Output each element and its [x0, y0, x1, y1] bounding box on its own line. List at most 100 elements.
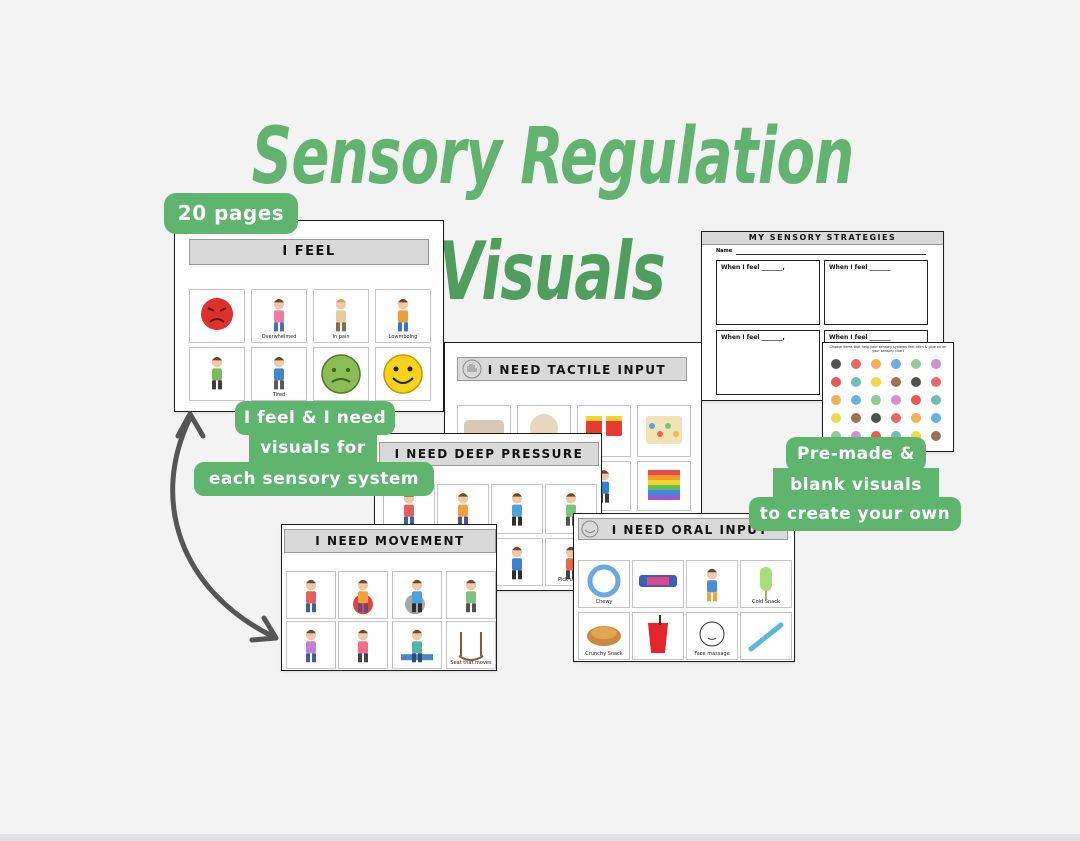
item-icon	[851, 359, 861, 369]
feel-need-badge-line2: visuals for	[249, 431, 377, 465]
illustration-icon	[212, 356, 222, 390]
illustration-icon	[466, 579, 476, 613]
card-label: In pain	[332, 334, 350, 340]
card-cell	[491, 538, 543, 586]
card-cell	[189, 289, 245, 343]
card-cell	[375, 347, 431, 401]
illustration-icon	[699, 621, 725, 647]
card-cell	[491, 484, 543, 534]
item-icon	[871, 359, 881, 369]
title-line1: Sensory Regulation	[251, 112, 855, 202]
sheet-header: I NEED DEEP PRESSURE	[379, 442, 599, 466]
illustration-icon	[358, 629, 368, 663]
card-label: Cold Snack	[752, 599, 780, 605]
item-icon	[931, 377, 941, 387]
card-cell	[189, 347, 245, 401]
card-cell	[740, 612, 792, 660]
name-label: Name	[716, 248, 733, 254]
strategy-box: When I feel _______,	[716, 260, 820, 325]
card-cell	[338, 571, 388, 619]
feel-need-badge-line3: each sensory system	[194, 462, 434, 496]
illustration-icon	[586, 416, 622, 436]
card-cell	[637, 461, 691, 511]
sheet-header: I NEED ORAL INPUT	[578, 518, 788, 540]
card-label: Crunchy Snack	[585, 651, 623, 657]
item-icon	[891, 359, 901, 369]
illustration-icon	[646, 416, 682, 444]
card-label: Face massage	[694, 651, 730, 657]
card-label: Chewy	[595, 599, 613, 605]
illustration-icon	[760, 567, 772, 599]
item-icon	[891, 395, 901, 405]
card-label: Pick up he	[558, 577, 584, 583]
premade-badge-line3: to create your own	[749, 497, 961, 531]
illustration-icon	[748, 622, 784, 652]
item-icon	[931, 413, 941, 423]
item-icon	[911, 395, 921, 405]
card-cell: Lowmbolng	[375, 289, 431, 343]
item-icon	[831, 395, 841, 405]
item-icon	[831, 377, 841, 387]
item-icon	[871, 377, 881, 387]
item-icon	[871, 413, 881, 423]
item-icon	[851, 377, 861, 387]
card-cell: Chewy	[578, 560, 630, 608]
illustration-icon	[201, 298, 233, 330]
sheet-sensory-strategies: MY SENSORY STRATEGIES Name When I feel _…	[701, 231, 944, 401]
illustration-icon	[458, 493, 468, 526]
sheet-movement: I NEED MOVEMENT Seat that moves	[281, 524, 497, 671]
name-line	[736, 254, 926, 255]
illustration-icon	[306, 579, 316, 613]
illustration-icon	[639, 575, 677, 587]
illustration-icon	[383, 354, 423, 394]
sheet-header: I NEED TACTILE INPUT	[457, 357, 687, 381]
choose-instructions: Choose items that help your sensory syst…	[829, 345, 947, 353]
illustration-icon	[648, 470, 680, 500]
item-icon	[891, 413, 901, 423]
illustration-icon	[398, 298, 408, 332]
item-icon	[911, 413, 921, 423]
item-icon	[851, 395, 861, 405]
card-label: Lowmbolng	[388, 334, 418, 340]
card-label: Overwhelmed	[261, 334, 297, 340]
card-cell	[313, 347, 369, 401]
card-cell	[286, 571, 336, 619]
illustration-icon	[405, 579, 425, 615]
card-cell: Cold Snack	[740, 560, 792, 608]
card-cell	[286, 621, 336, 669]
illustration-icon	[336, 298, 346, 332]
card-cell: Face massage	[686, 612, 738, 660]
illustration-icon	[274, 356, 284, 390]
item-icon	[931, 431, 941, 441]
card-cell	[686, 560, 738, 608]
card-cell: Crunchy Snack	[578, 612, 630, 660]
illustration-icon	[306, 629, 316, 663]
card-cell	[632, 612, 684, 660]
illustration-icon	[707, 568, 717, 602]
illustration-icon	[587, 626, 621, 646]
sheet-header: MY SENSORY STRATEGIES	[702, 232, 943, 245]
card-label: Seat that moves	[450, 660, 492, 666]
illustration-icon	[321, 354, 361, 394]
hand-icon	[462, 359, 482, 379]
illustration-icon	[458, 632, 484, 661]
bottom-bar	[0, 834, 1080, 841]
card-cell: Seat that moves	[446, 621, 496, 669]
illustration-icon	[274, 298, 284, 332]
card-cell	[338, 621, 388, 669]
card-cell: In pain	[313, 289, 369, 343]
card-cell	[392, 571, 442, 619]
illustration-icon	[512, 546, 522, 580]
item-icon	[911, 359, 921, 369]
card-cell: Overwhelmed	[251, 289, 307, 343]
premade-badge-line1: Pre-made &	[786, 437, 926, 471]
choose-items-grid	[831, 359, 941, 441]
feel-need-badge-line1: I feel & I need	[235, 401, 395, 435]
item-icon	[891, 377, 901, 387]
illustration-icon	[512, 493, 522, 526]
strategy-box: When I feel _______	[824, 260, 928, 325]
item-icon	[931, 359, 941, 369]
item-icon	[871, 395, 881, 405]
